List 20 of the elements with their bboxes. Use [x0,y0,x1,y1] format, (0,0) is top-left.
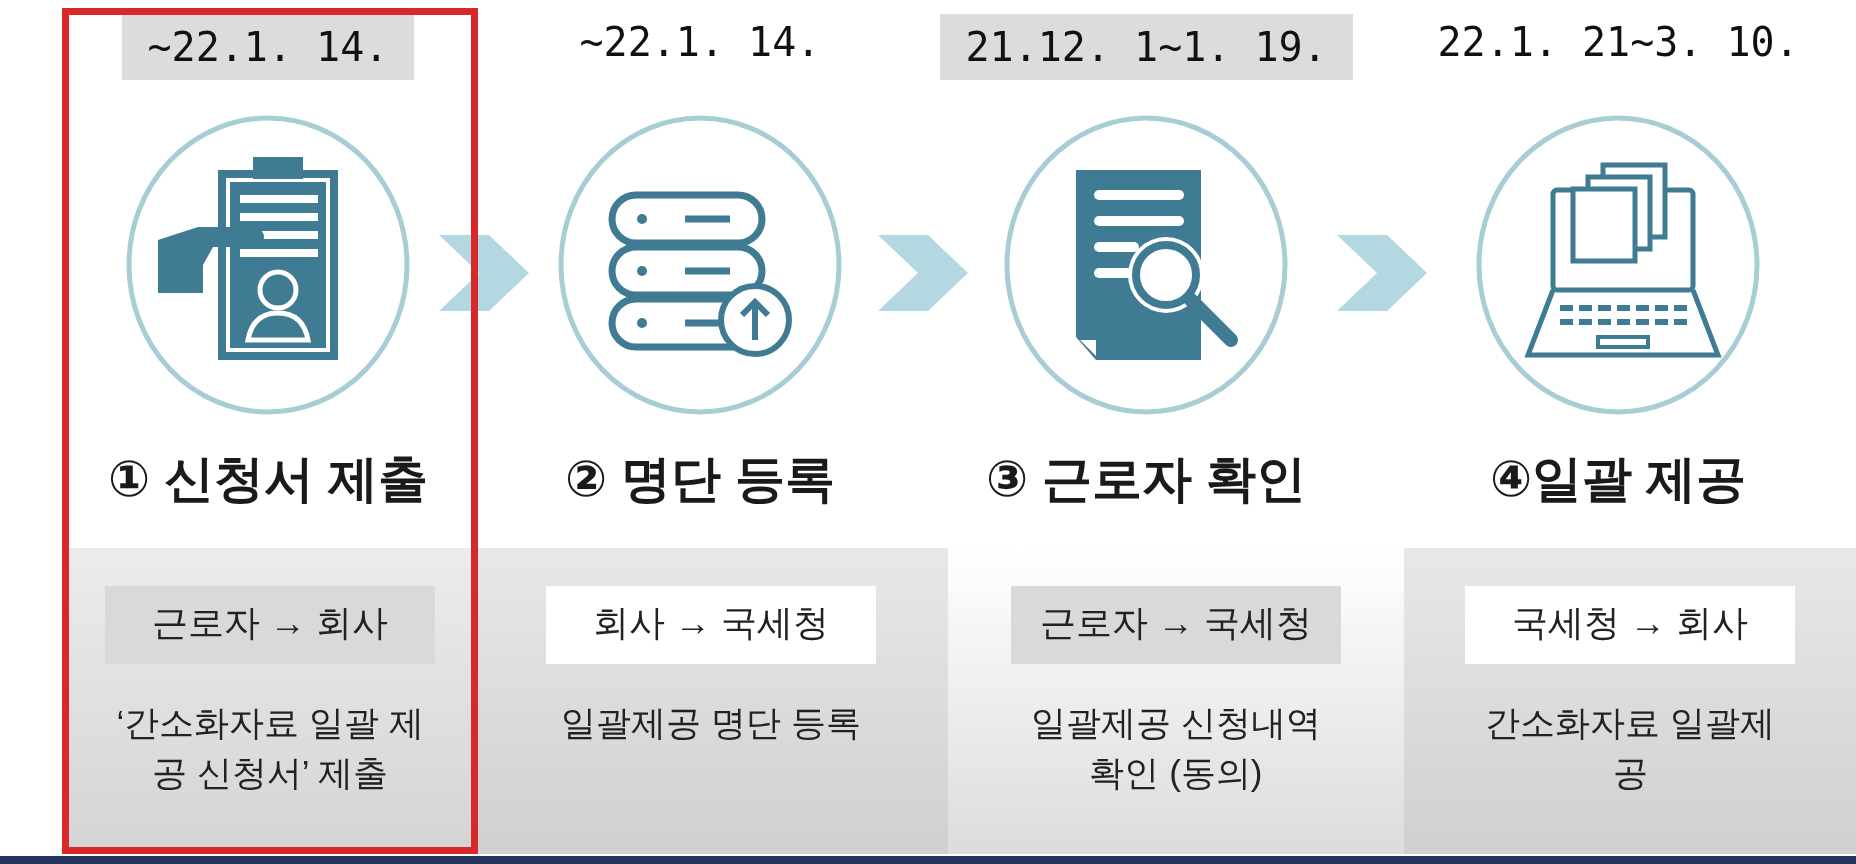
step-title: ① 신청서 제출 [108,450,429,509]
chevron-arrow [439,235,529,311]
date-label: 22.1. 21~3. 10. [1436,18,1800,67]
step-description: 일괄제공 명단 등록 [560,702,862,744]
direction-box: 회사 → 국세청 [546,586,876,664]
step-description: 간소화자료 일괄제공 [1484,702,1776,794]
date-label: ~22.1. 14. [121,14,415,80]
step-title: ③ 근로자 확인 [986,450,1307,509]
chevron-arrow [1337,235,1427,311]
step-description: 일괄제공 신청내역 확인 (동의) [1030,702,1322,794]
chevron-arrow [878,235,968,311]
step-title: ② 명단 등록 [565,450,836,509]
step-panel [1404,548,1856,854]
step-title: ④일괄 제공 [1490,450,1747,509]
date-label: 21.12. 1~1. 19. [939,14,1353,80]
direction-box: 근로자 → 회사 [105,586,435,664]
step-description: ‘간소화자료 일괄 제공 신청서’ 제출 [115,702,425,794]
date-label: ~22.1. 14. [578,18,822,67]
direction-box: 근로자 → 국세청 [1011,586,1341,664]
direction-box: 국세청 → 회사 [1465,586,1795,664]
